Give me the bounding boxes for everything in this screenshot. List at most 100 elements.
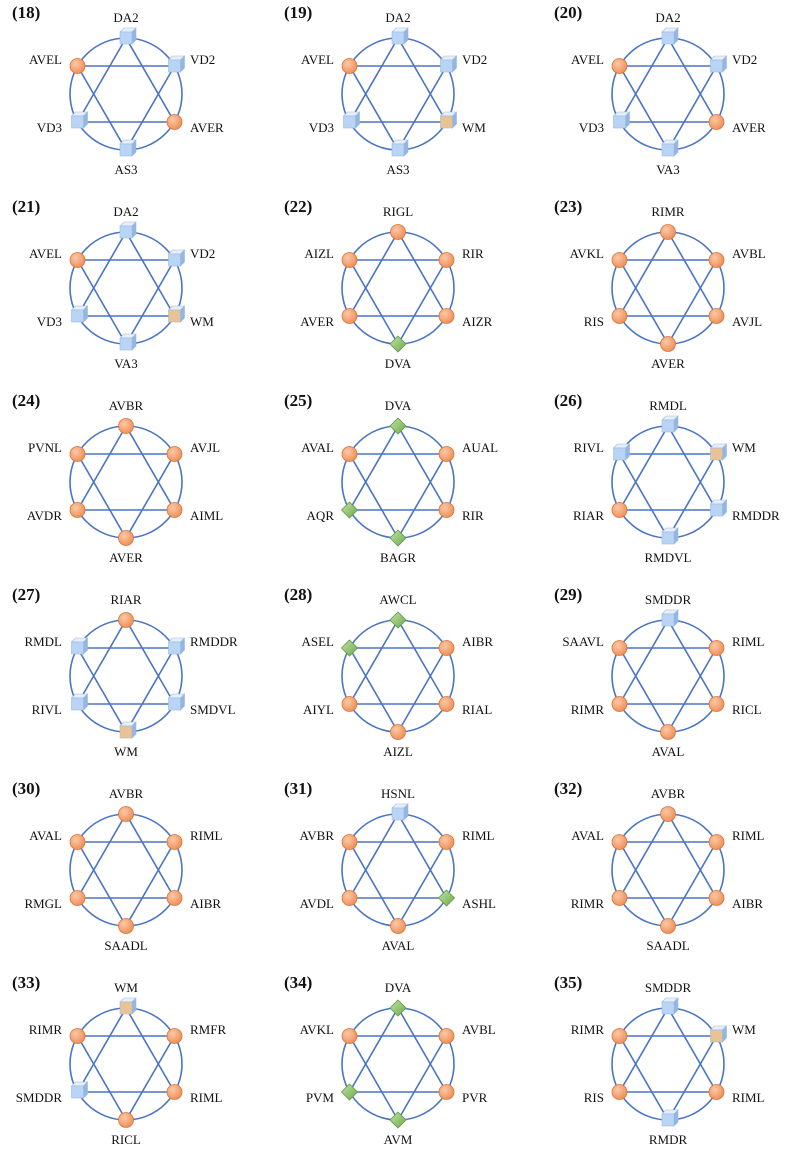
neuron-label: DA2 xyxy=(655,10,681,25)
neuron-diamond-marker xyxy=(340,1083,359,1101)
neuron-label: SAAVL xyxy=(562,634,604,649)
neuron-diamond-marker xyxy=(389,417,407,435)
neuron-circle-marker xyxy=(166,1084,183,1100)
panel-number: (27) xyxy=(12,585,41,604)
neuron-circle-marker xyxy=(708,252,725,268)
neuron-circle-marker xyxy=(611,308,628,324)
neuron-diamond-marker xyxy=(389,529,407,547)
panel-number: (20) xyxy=(554,3,583,22)
neuron-circle-marker xyxy=(118,530,134,546)
triangle-edges xyxy=(618,65,718,151)
neuron-circle-marker xyxy=(166,114,183,130)
neuron-circle-marker xyxy=(166,1028,183,1044)
panel-number: (25) xyxy=(284,391,313,410)
hexagram-diagram xyxy=(611,806,725,934)
neuron-label: AVBR xyxy=(299,828,334,843)
neuron-label: AVAL xyxy=(301,440,334,455)
neuron-label: RMGL xyxy=(24,896,62,911)
neuron-label: WM xyxy=(114,980,138,995)
neuron-circle-marker xyxy=(708,114,725,130)
ring-edge xyxy=(69,813,183,927)
neuron-cube-marker xyxy=(167,637,186,655)
neuron-cube-marker xyxy=(661,527,679,545)
triangle-edges xyxy=(348,619,448,705)
triangle-edges xyxy=(348,259,448,345)
neuron-diamond-marker xyxy=(340,501,359,519)
neuron-label: AIBR xyxy=(732,896,764,911)
neuron-circle-marker xyxy=(660,336,676,352)
neuron-cube-marker xyxy=(70,1081,89,1099)
triangle-edges xyxy=(76,453,176,539)
neuron-label: RICL xyxy=(732,702,762,717)
neuron-label: AVAL xyxy=(29,828,62,843)
neuron-circle-marker xyxy=(708,1084,725,1100)
ring-edge xyxy=(611,619,725,733)
hexagram-diagram xyxy=(611,224,725,352)
neuron-label: RIML xyxy=(462,828,495,843)
neuron-label: DA2 xyxy=(113,204,139,219)
neuron-label: SMDDR xyxy=(644,592,692,607)
panel-number: (26) xyxy=(554,391,583,410)
triangle-edges xyxy=(618,231,718,317)
neuron-label: RICL xyxy=(111,1132,141,1147)
neuron-tan-marker xyxy=(119,997,137,1015)
panel-number: (33) xyxy=(12,973,41,992)
neuron-label: RIS xyxy=(583,1090,604,1105)
neuron-label: AVEL xyxy=(301,52,334,67)
triangle-edges xyxy=(618,1035,718,1121)
hexagram-diagram xyxy=(340,999,455,1129)
neuron-circle-marker xyxy=(118,612,134,628)
neuron-circle-marker xyxy=(438,640,455,656)
neuron-label: AVAL xyxy=(571,828,604,843)
neuron-cube-marker xyxy=(70,637,89,655)
neuron-tan-marker xyxy=(709,443,728,461)
neuron-label: DVA xyxy=(384,356,412,371)
panel-number: (30) xyxy=(12,779,41,798)
neuron-cube-marker xyxy=(119,139,137,157)
neuron-cube-marker xyxy=(70,693,89,711)
neuron-label: AVKL xyxy=(299,1022,334,1037)
neuron-label: AVKL xyxy=(569,246,604,261)
hexagram-diagram xyxy=(341,803,456,934)
neuron-label: DVA xyxy=(384,398,412,413)
neuron-label: AVER xyxy=(300,314,334,329)
neuron-cube-marker xyxy=(391,139,409,157)
neuron-circle-marker xyxy=(341,308,358,324)
panel-number: (24) xyxy=(12,391,41,410)
ring-edge xyxy=(69,231,183,345)
panel-number: (35) xyxy=(554,973,583,992)
neuron-label: RIML xyxy=(190,1090,223,1105)
neuron-circle-marker xyxy=(611,696,628,712)
triangle-edges xyxy=(348,1007,448,1093)
ring-edge xyxy=(341,619,455,733)
neuron-cube-marker xyxy=(661,139,679,157)
neuron-label: AVER xyxy=(651,356,685,371)
ring-edge xyxy=(69,37,183,151)
neuron-label: DVA xyxy=(384,980,412,995)
neuron-label: AVBR xyxy=(108,786,144,801)
panel-number: (29) xyxy=(554,585,583,604)
triangle-edges xyxy=(76,647,176,733)
neuron-label: RIMR xyxy=(570,896,604,911)
neuron-label: AVEL xyxy=(29,246,62,261)
neuron-label: VD3 xyxy=(578,120,604,135)
neuron-circle-marker xyxy=(166,834,183,850)
neuron-circle-marker xyxy=(708,308,725,324)
neuron-diamond-marker xyxy=(437,889,456,907)
neuron-label: AVBR xyxy=(650,786,686,801)
neuron-label: DA2 xyxy=(113,10,139,25)
neuron-label: RMDL xyxy=(649,398,687,413)
neuron-label: AVEL xyxy=(571,52,604,67)
neuron-label: VD2 xyxy=(732,52,758,67)
hexagram-diagram xyxy=(340,417,455,547)
hexagram-diagram xyxy=(69,612,186,739)
neuron-cube-marker xyxy=(342,111,361,129)
triangle-edges xyxy=(76,65,176,151)
neuron-label: RIML xyxy=(732,828,765,843)
neuron-circle-marker xyxy=(611,834,628,850)
neuron-label: RIMR xyxy=(570,702,604,717)
neuron-circle-marker xyxy=(166,502,183,518)
